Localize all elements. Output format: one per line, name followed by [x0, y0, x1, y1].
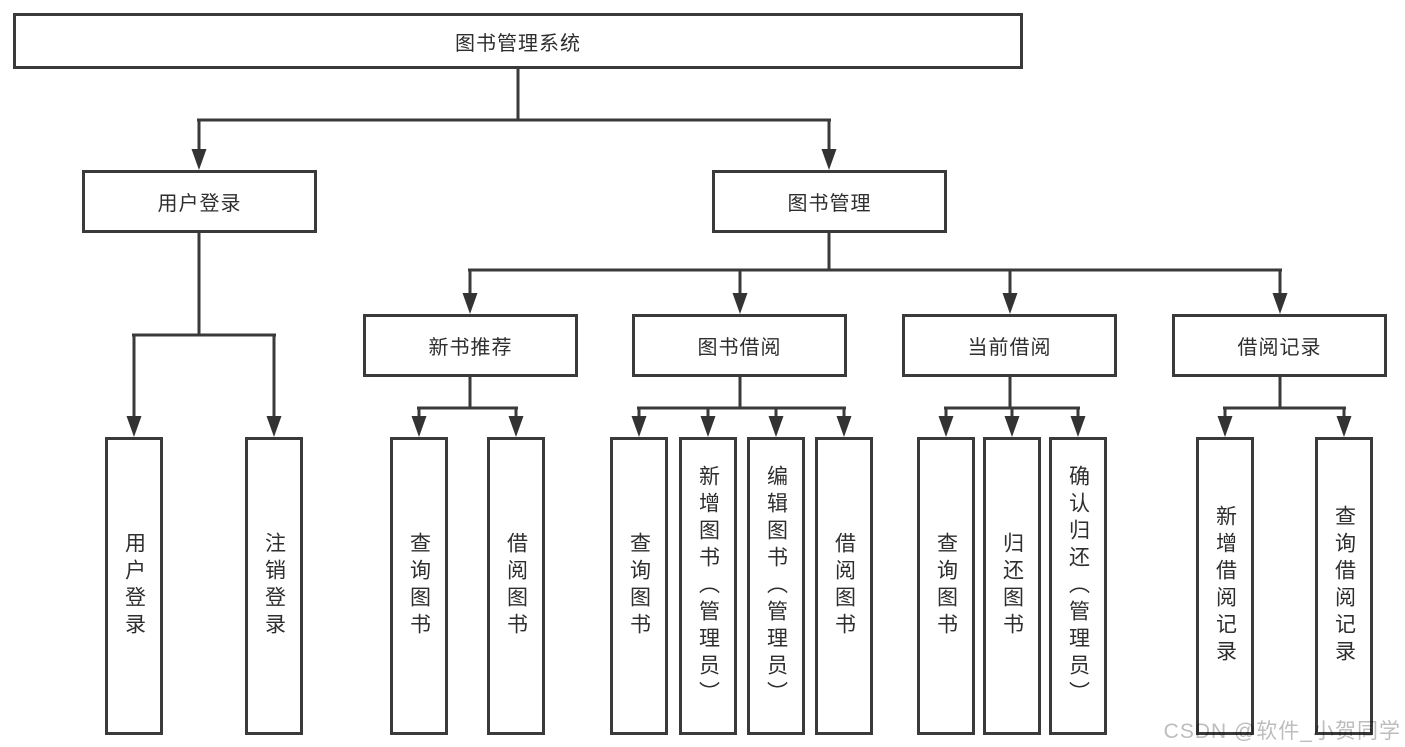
- leaf-borrow-books-1: 借阅图书: [487, 437, 545, 735]
- leaf-add-borrow-record: 新增借阅记录: [1196, 437, 1254, 735]
- leaf-query-books-1: 查询图书: [390, 437, 448, 735]
- leaf-logout: 注销登录: [245, 437, 303, 735]
- connector-new-books-to-leaves: [411, 377, 524, 437]
- leaf-confirm-return-admin: 确认归还（管理员）: [1049, 437, 1107, 735]
- leaf-user-login: 用户登录: [105, 437, 163, 735]
- leaf-borrow-books-2: 借阅图书: [815, 437, 873, 735]
- connector-borrow-to-leaves: [631, 377, 852, 437]
- leaf-edit-books-admin: 编辑图书（管理员）: [747, 437, 805, 735]
- watermark: CSDN @软件_小贺同学: [1163, 720, 1401, 743]
- connector-records-to-leaves: [1217, 377, 1352, 437]
- node-book-mgmt: 图书管理: [712, 170, 947, 233]
- node-new-books: 新书推荐: [363, 314, 578, 377]
- node-book-borrow: 图书借阅: [632, 314, 847, 377]
- leaf-query-books-2: 查询图书: [610, 437, 668, 735]
- leaf-add-books-admin: 新增图书（管理员）: [679, 437, 737, 735]
- node-root: 图书管理系统: [13, 13, 1023, 69]
- leaf-return-books: 归还图书: [983, 437, 1041, 735]
- leaf-query-borrow-record: 查询借阅记录: [1315, 437, 1373, 735]
- node-current-borrow: 当前借阅: [902, 314, 1117, 377]
- node-user-login: 用户登录: [82, 170, 317, 233]
- connector-book-mgmt-to-level3: [462, 233, 1288, 314]
- leaf-query-books-3: 查询图书: [917, 437, 975, 735]
- connector-user-login-to-leaves: [126, 233, 282, 437]
- connector-root-to-level2: [191, 69, 837, 170]
- node-borrow-records: 借阅记录: [1172, 314, 1387, 377]
- connector-current-to-leaves: [938, 377, 1086, 437]
